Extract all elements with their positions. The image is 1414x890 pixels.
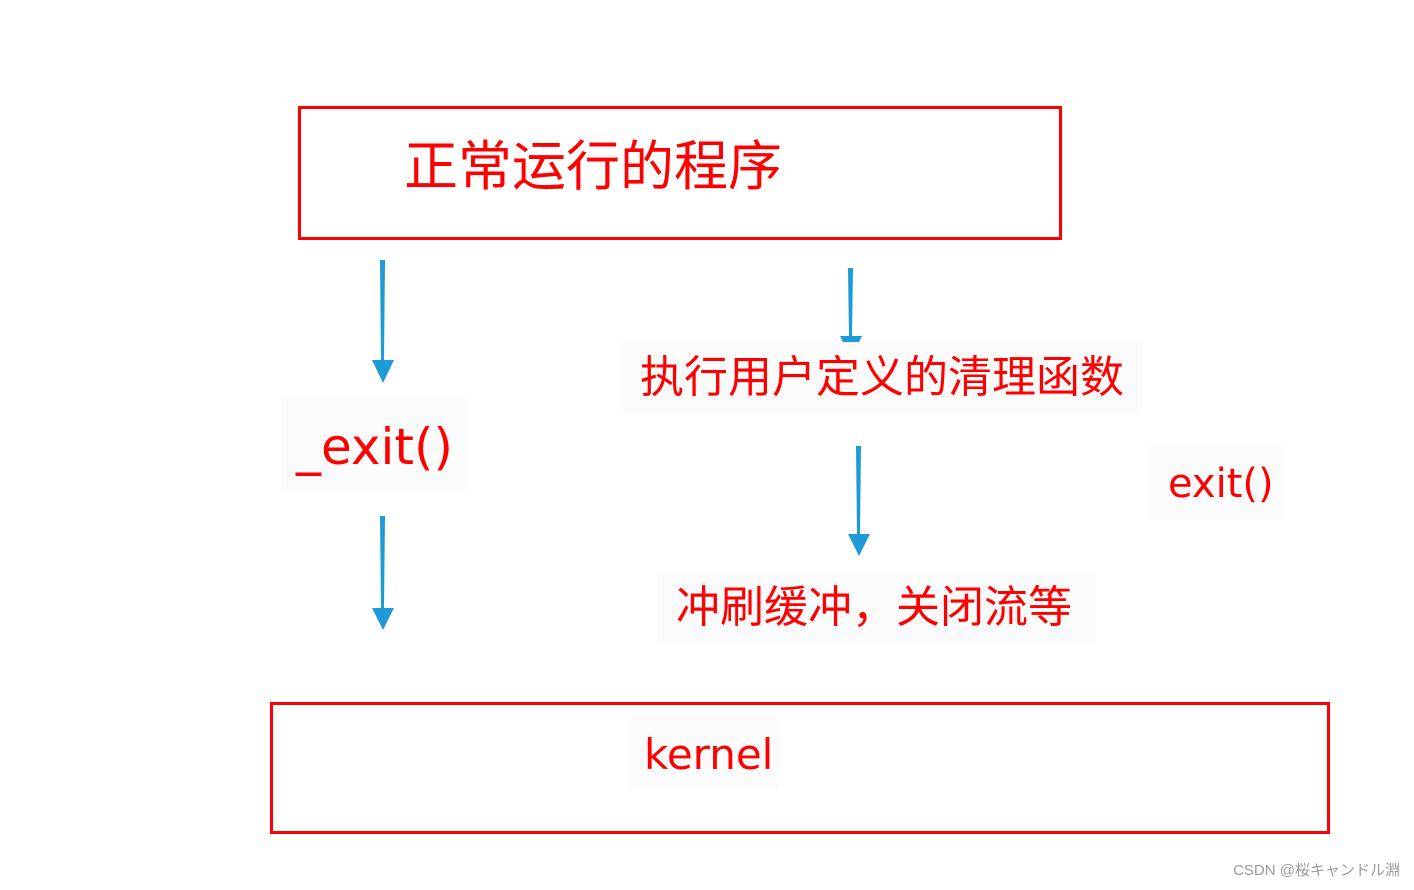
arrow-program-to-cleanup	[840, 268, 862, 358]
arrow-cleanup-to-flush	[848, 446, 870, 556]
underscore-exit-label: _exit()	[282, 398, 466, 490]
arrow-underscore-exit-to-kernel	[372, 516, 394, 630]
kernel-label: kernel	[628, 718, 778, 788]
program-label: 正常运行的程序	[396, 126, 818, 210]
watermark: CSDN @桜キャンドル淵	[1233, 862, 1400, 879]
cleanup-label: 执行用户定义的清理函数	[622, 342, 1142, 414]
flush-label: 冲刷缓冲，关闭流等	[658, 572, 1096, 644]
exit-label: exit()	[1150, 446, 1282, 520]
arrow-program-to-underscore-exit	[372, 260, 394, 383]
kernel-box	[270, 702, 1330, 834]
